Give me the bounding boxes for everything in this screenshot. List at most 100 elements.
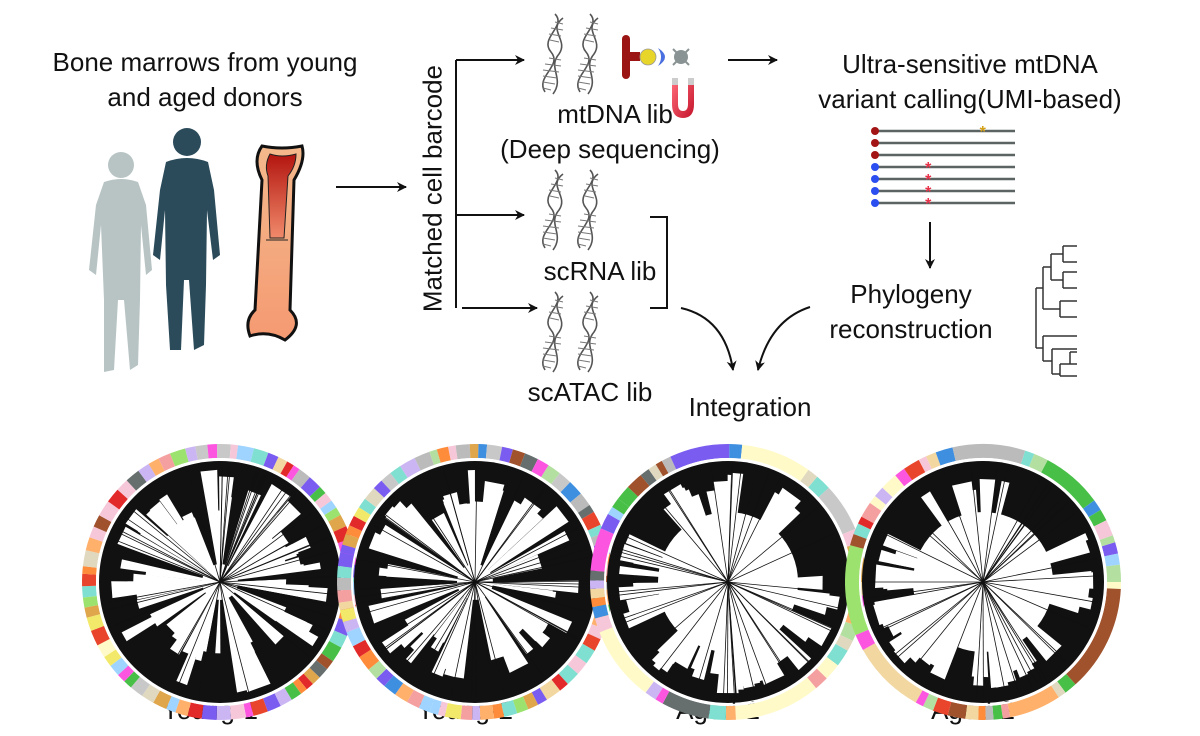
clone-segment (314, 493, 332, 509)
clone-segment (531, 687, 547, 705)
dna-icon-scatac-1 (541, 291, 564, 373)
umi-read: * (871, 196, 1015, 213)
clone-segment (460, 705, 473, 720)
tree-edge (895, 581, 984, 659)
clone-color-ring (845, 444, 1121, 720)
tree-edge (427, 581, 476, 689)
clone-segment (395, 683, 414, 703)
tree-edge (116, 528, 221, 583)
tree-edge (219, 538, 328, 583)
tree-branch (874, 582, 983, 611)
dendrogram-icon (1035, 245, 1077, 377)
tree-branch (219, 476, 234, 582)
tree-edge (359, 581, 476, 597)
tree-branch (979, 478, 996, 582)
tree-edge (474, 488, 544, 583)
clone-segment (590, 588, 605, 599)
clone-segment (89, 526, 107, 542)
tree-branch (135, 582, 220, 600)
clone-segment (166, 696, 180, 713)
tree-branch (455, 582, 475, 662)
clone-segment (274, 687, 292, 706)
tree-branch (155, 513, 220, 582)
clone-segment (272, 457, 288, 474)
tree-edge (115, 530, 221, 583)
clone-segment (99, 501, 120, 523)
tree-edge (982, 512, 1077, 583)
clone-segment (850, 533, 867, 549)
tree-edge (618, 581, 729, 621)
clone-segment (414, 451, 435, 471)
variant-calling-line2: variant calling(UMI-based) (818, 84, 1122, 114)
tree-edge (727, 581, 769, 691)
clone-segment (947, 701, 968, 719)
clone-segment (345, 525, 362, 539)
clone-segment (185, 446, 198, 463)
clone-segment (373, 480, 391, 498)
tree-branch (983, 582, 1083, 614)
clone-segment (263, 452, 279, 470)
clone-segment (708, 704, 727, 720)
tree-branch (176, 582, 220, 686)
magnet-icon (672, 78, 694, 118)
tree-edge (219, 466, 223, 583)
clone-segment (807, 668, 827, 689)
tree-branch (215, 582, 221, 654)
clone-segment (324, 507, 341, 522)
tree-edge (982, 581, 1098, 603)
clone-segment (655, 460, 669, 477)
dna-icon-scrna-2 (576, 169, 599, 251)
tree-branch (728, 582, 815, 642)
dna-icon-mtdna-2 (576, 13, 599, 95)
tree-branch (728, 575, 823, 590)
tree-edge (877, 581, 984, 631)
clone-segment (436, 446, 451, 463)
tree-branch (121, 582, 220, 642)
tree-edge (982, 581, 1066, 664)
tree-edge (219, 576, 336, 583)
tree-edge (727, 581, 729, 699)
tree-edge (727, 533, 834, 583)
clone-segment (342, 533, 359, 549)
tree-edge (970, 466, 984, 583)
clone-segment (915, 690, 930, 707)
umi-dot (871, 163, 879, 171)
tree-branch (220, 559, 288, 582)
tree-edge (895, 505, 984, 583)
clone-segment (1106, 582, 1121, 590)
clone-segment (1104, 553, 1120, 567)
tree-edge (474, 476, 524, 583)
tree-edge (187, 470, 221, 583)
clone-segment (472, 705, 481, 720)
tree-branch (623, 582, 728, 629)
clone-segment (236, 445, 255, 462)
tree-edge (727, 581, 735, 698)
tree-edge (219, 491, 294, 583)
clone-segment (117, 480, 137, 499)
clone-segment (85, 537, 103, 554)
clone-segment (82, 566, 97, 575)
clone-segment (316, 653, 333, 670)
tree-branch (220, 544, 298, 582)
mutation-star-icon: * (925, 196, 932, 213)
barcode-branch-lines (455, 55, 538, 313)
clone-segment (558, 664, 578, 685)
tree-edge (198, 581, 221, 697)
clone-segment (512, 696, 529, 714)
clone-segment (175, 699, 191, 717)
tree-branch (420, 582, 475, 639)
tree-edge (652, 493, 729, 583)
clone-segment (499, 446, 513, 463)
tree-edge (982, 575, 1099, 583)
clone-segment (520, 453, 538, 472)
arrow-libs-to-integration (680, 307, 737, 371)
tree-edge (219, 581, 310, 657)
tree-branch (680, 489, 728, 582)
clone-segment (541, 465, 560, 485)
tree-edge (727, 466, 742, 583)
clone-segment (600, 513, 621, 534)
source-title-line1: Bone marrows from young (52, 47, 358, 77)
clone-segment (339, 607, 357, 623)
clone-segment (309, 486, 326, 503)
